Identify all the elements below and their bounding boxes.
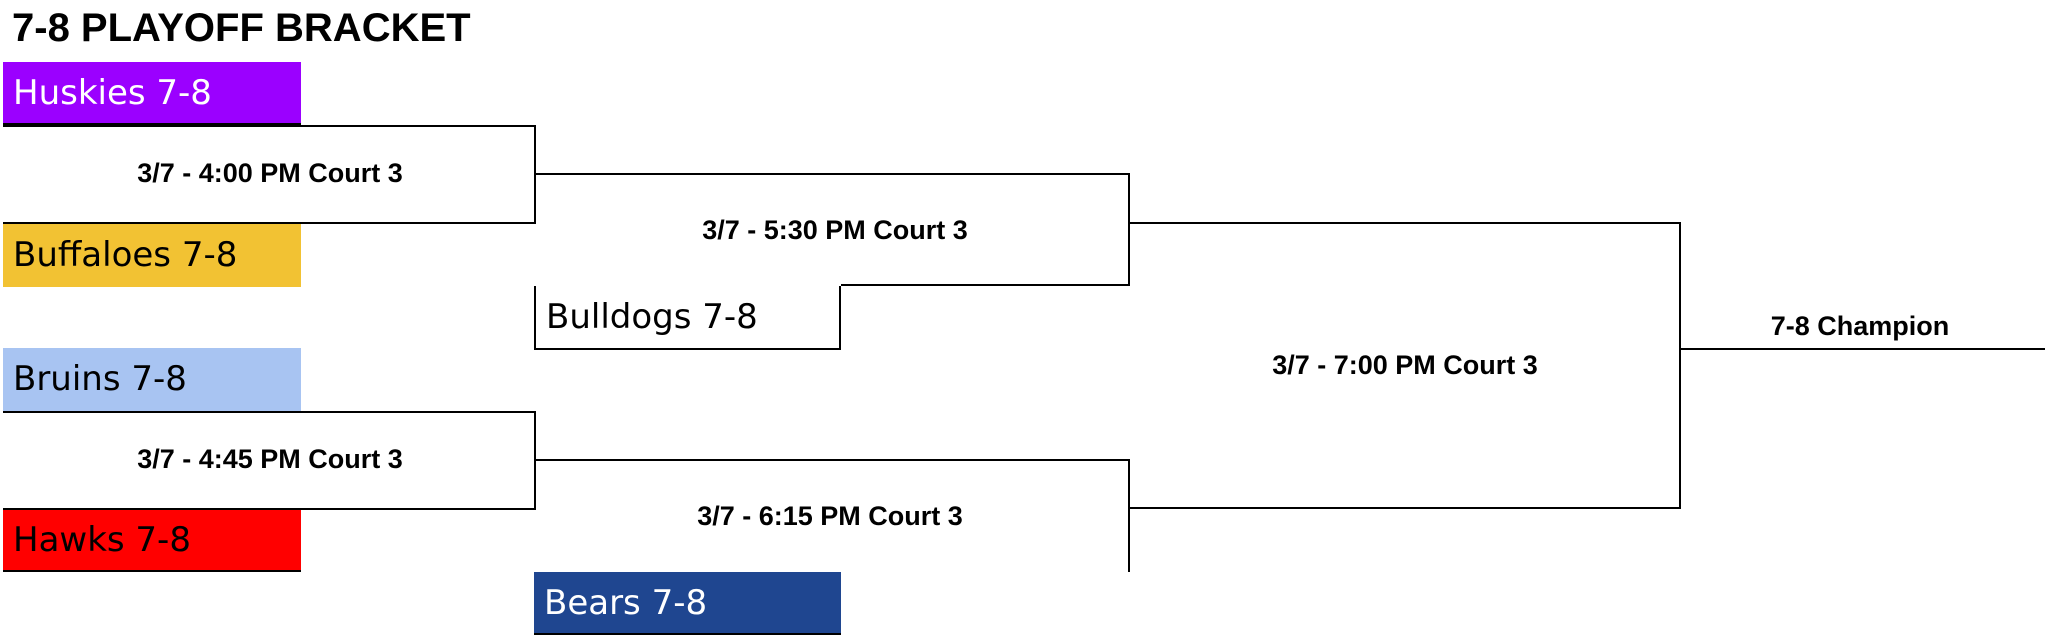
team-huskies: Huskies 7-8: [3, 62, 301, 125]
connector-line: [534, 459, 1130, 461]
connector-line: [841, 284, 1130, 286]
champion-label: 7-8 Champion: [1770, 311, 1950, 341]
game-label-semifinal1: 3/7 - 5:30 PM Court 3: [702, 215, 968, 245]
connector-line: [1128, 459, 1130, 572]
team-buffaloes: Buffaloes 7-8: [3, 224, 301, 287]
team-bruins: Bruins 7-8: [3, 348, 301, 411]
connector-line: [534, 173, 1130, 175]
team-bulldogs: Bulldogs 7-8: [534, 286, 841, 350]
connector-line: [3, 411, 536, 413]
team-hawks: Hawks 7-8: [3, 509, 301, 572]
connector-line: [1679, 222, 1681, 509]
connector-line: [3, 222, 536, 224]
game-label-final: 3/7 - 7:00 PM Court 3: [1272, 350, 1538, 380]
team-bears: Bears 7-8: [534, 572, 841, 635]
connector-line: [1128, 173, 1130, 286]
connector-line: [1128, 222, 1681, 224]
game-label-round1-game2: 3/7 - 4:45 PM Court 3: [137, 444, 403, 474]
game-label-round1-game1: 3/7 - 4:00 PM Court 3: [137, 158, 403, 188]
game-label-semifinal2: 3/7 - 6:15 PM Court 3: [697, 501, 963, 531]
connector-line: [3, 508, 536, 510]
connector-line: [3, 125, 536, 127]
connector-line: [1128, 507, 1681, 509]
bracket-title: 7-8 PLAYOFF BRACKET: [12, 6, 471, 50]
champion-line: [1679, 348, 2045, 350]
